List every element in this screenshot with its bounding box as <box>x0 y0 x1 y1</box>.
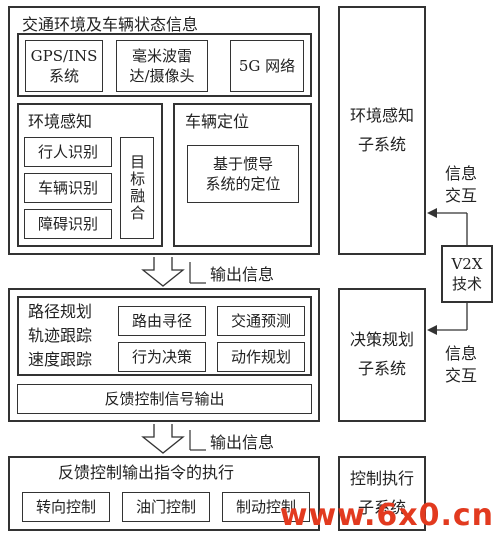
module-behavior-decision: 行为决策 <box>118 342 206 372</box>
obstacle-recognition-label: 障碍识别 <box>37 214 98 233</box>
site-watermark: www.6x0.cn <box>279 498 494 533</box>
down-arrow-2 <box>141 424 185 454</box>
brake-control: 制动控制 <box>222 492 310 522</box>
output-info-label-1: 输出信息 <box>210 265 275 284</box>
module-routing-label: 路由寻径 <box>131 311 192 330</box>
inertial-localization-label: 基于惯导 系统的定位 <box>205 154 281 193</box>
down-arrow-1 <box>141 257 185 287</box>
info-exchange-bottom: 信息 交互 <box>445 344 478 386</box>
steering-control: 转向控制 <box>22 492 110 522</box>
sensor-5g: 5G 网络 <box>230 40 304 92</box>
v2x-technology-label: V2X 技术 <box>451 254 483 293</box>
vehicle-recognition-label: 车辆识别 <box>37 178 98 197</box>
control-subsystem: 控制执行 子系统 <box>338 456 426 531</box>
sensor-gps-ins-label: GPS/INS 系统 <box>30 46 98 85</box>
env-subsystem: 环境感知 子系统 <box>338 6 426 255</box>
info-exchange-top: 信息 交互 <box>445 164 478 206</box>
control-subsystem-label: 控制执行 子系统 <box>349 468 414 517</box>
module-behavior-decision-label: 行为决策 <box>131 347 192 366</box>
target-fusion: 目标融合 <box>120 137 154 239</box>
target-fusion-label: 目标融合 <box>128 154 147 222</box>
throttle-control-label: 油门控制 <box>135 497 196 516</box>
inertial-localization: 基于惯导 系统的定位 <box>187 145 299 203</box>
feedback-signal-output-label: 反馈控制信号输出 <box>104 389 225 408</box>
module-traffic-prediction-label: 交通预测 <box>230 311 291 330</box>
feedback-signal-output: 反馈控制信号输出 <box>17 384 312 414</box>
steering-control-label: 转向控制 <box>35 497 96 516</box>
module-motion-planning: 动作规划 <box>217 342 305 372</box>
module-traffic-prediction: 交通预测 <box>217 306 305 336</box>
v2x-technology: V2X 技术 <box>441 245 493 303</box>
planning-text: 路径规划 轨迹跟踪 速度跟踪 <box>28 302 93 369</box>
sensor-radar-camera-label: 毫米波雷 达/摄像头 <box>129 46 195 85</box>
arrow-to-env <box>427 208 437 218</box>
perception-title: 环境感知 <box>28 112 93 131</box>
brake-control-label: 制动控制 <box>235 497 296 516</box>
localization-title: 车辆定位 <box>185 112 250 131</box>
sensor-gps-ins: GPS/INS 系统 <box>25 40 103 92</box>
execution-title: 反馈控制输出指令的执行 <box>58 463 235 482</box>
decision-subsystem: 决策规划 子系统 <box>338 288 426 422</box>
throttle-control: 油门控制 <box>122 492 210 522</box>
module-motion-planning-label: 动作规划 <box>230 347 291 366</box>
sensor-radar-camera: 毫米波雷 达/摄像头 <box>116 40 208 92</box>
vehicle-recognition: 车辆识别 <box>24 173 112 203</box>
env-subsystem-label: 环境感知 子系统 <box>349 105 414 154</box>
obstacle-recognition: 障碍识别 <box>24 209 112 239</box>
sensor-5g-label: 5G 网络 <box>238 56 296 75</box>
arrow-to-decision <box>427 325 437 335</box>
output-info-label-2: 输出信息 <box>210 433 275 452</box>
pedestrian-recognition-label: 行人识别 <box>37 142 98 161</box>
top-section-title: 交通环境及车辆状态信息 <box>22 15 199 34</box>
decision-subsystem-label: 决策规划 子系统 <box>349 330 414 378</box>
module-routing: 路由寻径 <box>118 306 206 336</box>
pedestrian-recognition: 行人识别 <box>24 137 112 167</box>
